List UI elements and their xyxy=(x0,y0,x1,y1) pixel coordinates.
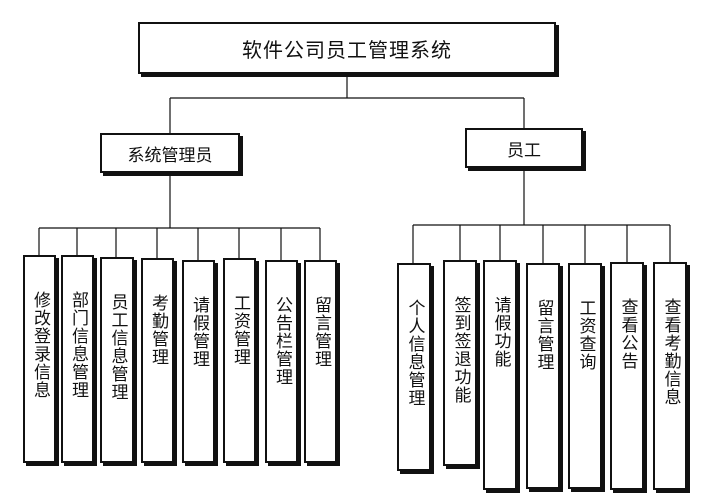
admin-node: 系统管理员 xyxy=(100,133,240,173)
staff-leaf-4: 留言管理 xyxy=(526,263,560,489)
admin-leaf-4: 考勤管理 xyxy=(141,258,174,463)
admin-leaf-1: 修改登录信息 xyxy=(23,255,56,463)
staff-node: 员工 xyxy=(465,128,583,168)
staff-leaf-label: 签到签退功能 xyxy=(450,296,471,404)
admin-leaf-label: 请假管理 xyxy=(189,296,209,368)
admin-leaf-8: 留言管理 xyxy=(304,260,337,463)
admin-leaf-label: 公告栏管理 xyxy=(272,296,292,386)
staff-leaf-label: 查看考勤信息 xyxy=(660,298,681,406)
staff-leaf-label: 查看公告 xyxy=(617,298,638,370)
staff-label: 员工 xyxy=(507,140,541,161)
staff-leaf-label: 个人信息管理 xyxy=(404,299,425,407)
admin-leaf-2: 部门信息管理 xyxy=(61,255,94,463)
admin-leaf-label: 工资管理 xyxy=(230,294,250,366)
admin-leaf-label: 员工信息管理 xyxy=(107,293,128,401)
staff-leaf-label: 请假功能 xyxy=(490,296,511,368)
staff-leaf-6: 查看公告 xyxy=(610,262,644,490)
admin-leaf-label: 留言管理 xyxy=(311,296,331,368)
admin-leaf-6: 工资管理 xyxy=(223,258,256,463)
system-title: 软件公司员工管理系统 xyxy=(242,37,452,62)
system-title-box: 软件公司员工管理系统 xyxy=(138,22,556,74)
staff-leaf-7: 查看考勤信息 xyxy=(653,262,687,490)
admin-leaf-7: 公告栏管理 xyxy=(265,260,298,463)
admin-leaf-3: 员工信息管理 xyxy=(100,257,134,463)
staff-leaf-label: 留言管理 xyxy=(533,299,554,371)
admin-label: 系统管理员 xyxy=(127,145,213,166)
staff-leaf-label: 工资查询 xyxy=(575,299,596,371)
staff-leaf-3: 请假功能 xyxy=(483,260,517,490)
staff-leaf-2: 签到签退功能 xyxy=(443,260,477,466)
staff-leaf-5: 工资查询 xyxy=(568,263,602,489)
admin-leaf-label: 修改登录信息 xyxy=(30,291,50,399)
admin-leaf-5: 请假管理 xyxy=(182,260,215,463)
admin-leaf-label: 部门信息管理 xyxy=(68,291,88,399)
admin-leaf-label: 考勤管理 xyxy=(148,294,168,366)
staff-leaf-1: 个人信息管理 xyxy=(397,263,431,471)
